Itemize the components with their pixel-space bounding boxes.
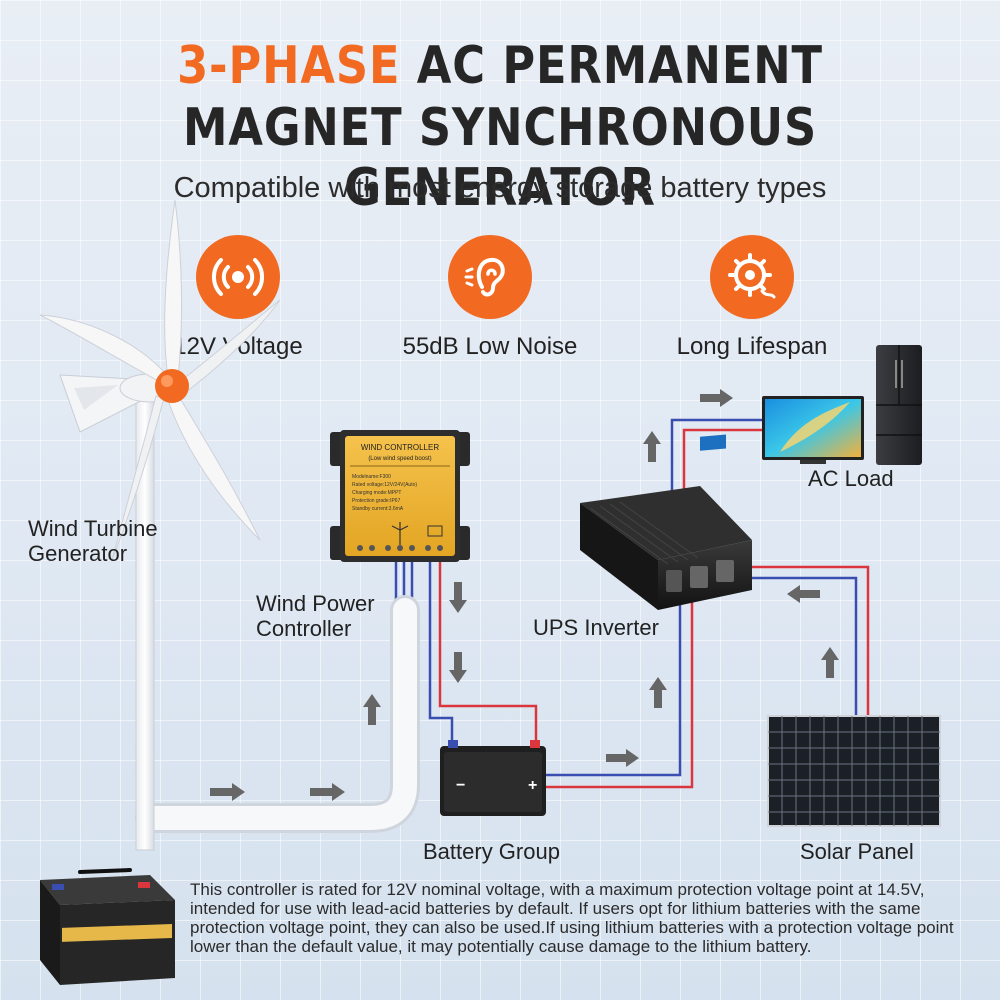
feature-lifespan: Long Lifespan [632,235,872,361]
ac-load-label: AC Load [808,466,894,491]
solar-panel [767,715,941,827]
battery-negative-label: − [456,777,465,794]
title-line-2: MAGNET SYNCHRONOUS GENERATOR [182,98,818,218]
lithium-battery-image [40,868,175,985]
arrow-up-icon [363,694,381,725]
arrow-right-icon [210,783,245,801]
solar-panel-label: Solar Panel [800,839,914,864]
arrow-up-icon [649,677,667,708]
subtitle: Compatible with most energy storage batt… [173,172,827,204]
ups-inverter [580,434,752,610]
controller-spec: Standby current:3.6mA [352,506,404,512]
controller-heading: WIND CONTROLLER [361,443,439,452]
ups-inverter-label: UPS Inverter [533,615,659,640]
ear-icon [448,235,532,319]
arrow-right-icon [310,783,345,801]
feature-label: 55dB Low Noise [402,333,578,360]
arrow-up-icon [643,431,661,462]
controller-spec: Protection grade:IP67 [352,498,401,504]
controller-subheading: (Low wind speed boost) [368,456,431,462]
title-rest: AC PERMANENT [416,36,823,96]
tv [762,396,864,464]
lifespan-gear-icon [710,235,794,319]
battery-positive-label: + [528,777,537,794]
refrigerator [876,345,922,465]
cable-conduit [135,595,420,833]
wind-controller: WIND CONTROLLER (Low wind speed boost) M… [330,430,470,562]
wind-controller-label: Wind Power Controller [256,591,375,641]
flow-arrows [210,389,839,801]
title-accent: 3-PHASE [177,36,401,96]
battery-group-label: Battery Group [423,839,560,864]
feature-noise: 55dB Low Noise [370,235,610,361]
wind-turbine-label: Wind Turbine Generator [28,516,158,566]
arrow-left-icon [787,585,820,603]
controller-spec: Modelname:F300 [352,474,391,480]
arrow-down-icon [449,582,467,613]
arrow-right-icon [606,749,639,767]
controller-spec: Rated voltage:12V/24V(Auto) [352,482,417,488]
controller-spec: Charging mode:MPPT [352,490,401,496]
feature-voltage: 12V Voltage [118,235,358,361]
wiring [148,418,870,826]
arrow-down-icon [449,652,467,683]
signal-waves-icon [196,235,280,319]
battery: − + [440,740,546,816]
arrow-up-icon [821,647,839,678]
arrow-right-icon [700,389,733,407]
feature-label: Long Lifespan [676,333,828,360]
controller-note: This controller is rated for 12V nominal… [190,880,954,956]
wind-turbine [39,199,281,851]
title-line-1: 3-PHASE AC PERMANENT [70,36,930,96]
